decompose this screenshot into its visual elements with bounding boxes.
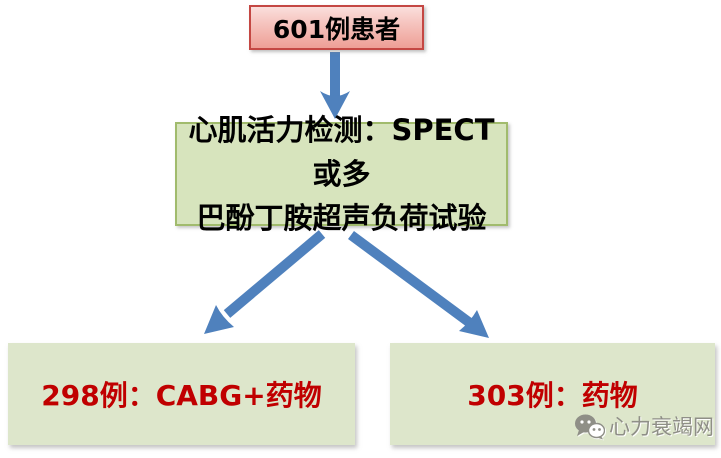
arrow-middle-to-left	[204, 230, 326, 334]
watermark: 心力衰竭网	[574, 411, 714, 441]
arrow-middle-to-right	[348, 230, 489, 338]
flow-node-viability-test: 心肌活力检测：SPECT或多 巴酚丁胺超声负荷试验	[175, 113, 508, 235]
flow-node-viability-test-line1: 心肌活力检测：SPECT或多	[188, 113, 495, 191]
flow-node-viability-test-line2: 巴酚丁胺超声负荷试验	[196, 201, 487, 235]
flow-node-cabg-arm-label: 298例：CABG+药物	[41, 379, 322, 412]
flow-node-patients: 601例患者	[249, 5, 424, 50]
wechat-icon	[575, 414, 605, 439]
flow-node-patients-label: 601例患者	[272, 14, 401, 44]
watermark-label: 心力衰竭网	[609, 415, 714, 439]
flow-node-medical-arm: 303例：药物	[390, 343, 715, 445]
flow-node-medical-arm-label: 303例：药物	[467, 379, 638, 412]
flow-node-cabg-arm: 298例：CABG+药物	[8, 343, 355, 445]
